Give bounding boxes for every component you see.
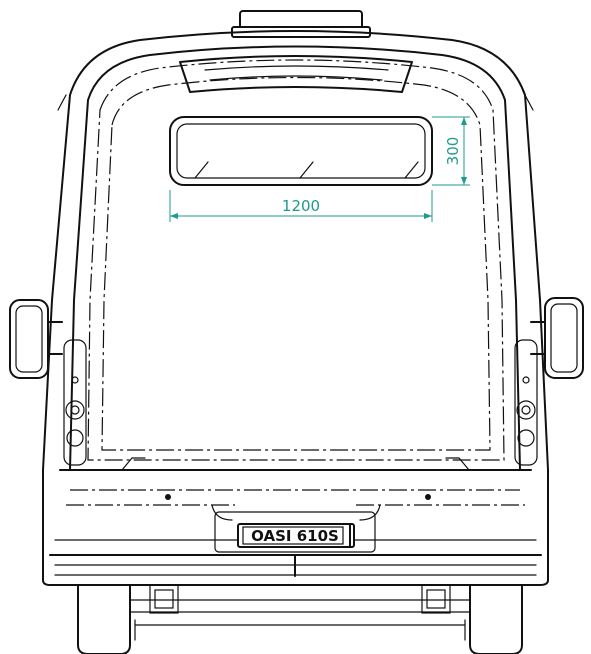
right-wheel [469, 584, 523, 654]
left-mirror [9, 299, 63, 379]
door-lower-details [121, 457, 470, 471]
right-mirror [530, 297, 584, 379]
underbody-chassis [129, 584, 471, 641]
body-outline [42, 30, 549, 586]
rear-window [169, 116, 433, 186]
license-plate-text: OASI 610S [251, 527, 339, 545]
rear-spoiler [179, 55, 413, 93]
roof-vent [231, 10, 371, 38]
rear-bumper [49, 469, 542, 577]
left-wheel [77, 584, 131, 654]
dimension-width-label: 1200 [282, 197, 320, 215]
dimension-height: 300 [432, 116, 470, 186]
dimension-width: 1200 [169, 190, 433, 222]
license-plate: OASI 610S [214, 511, 376, 553]
right-tail-light [514, 339, 538, 466]
left-tail-light [63, 339, 87, 466]
dimension-height-label: 300 [444, 137, 462, 166]
